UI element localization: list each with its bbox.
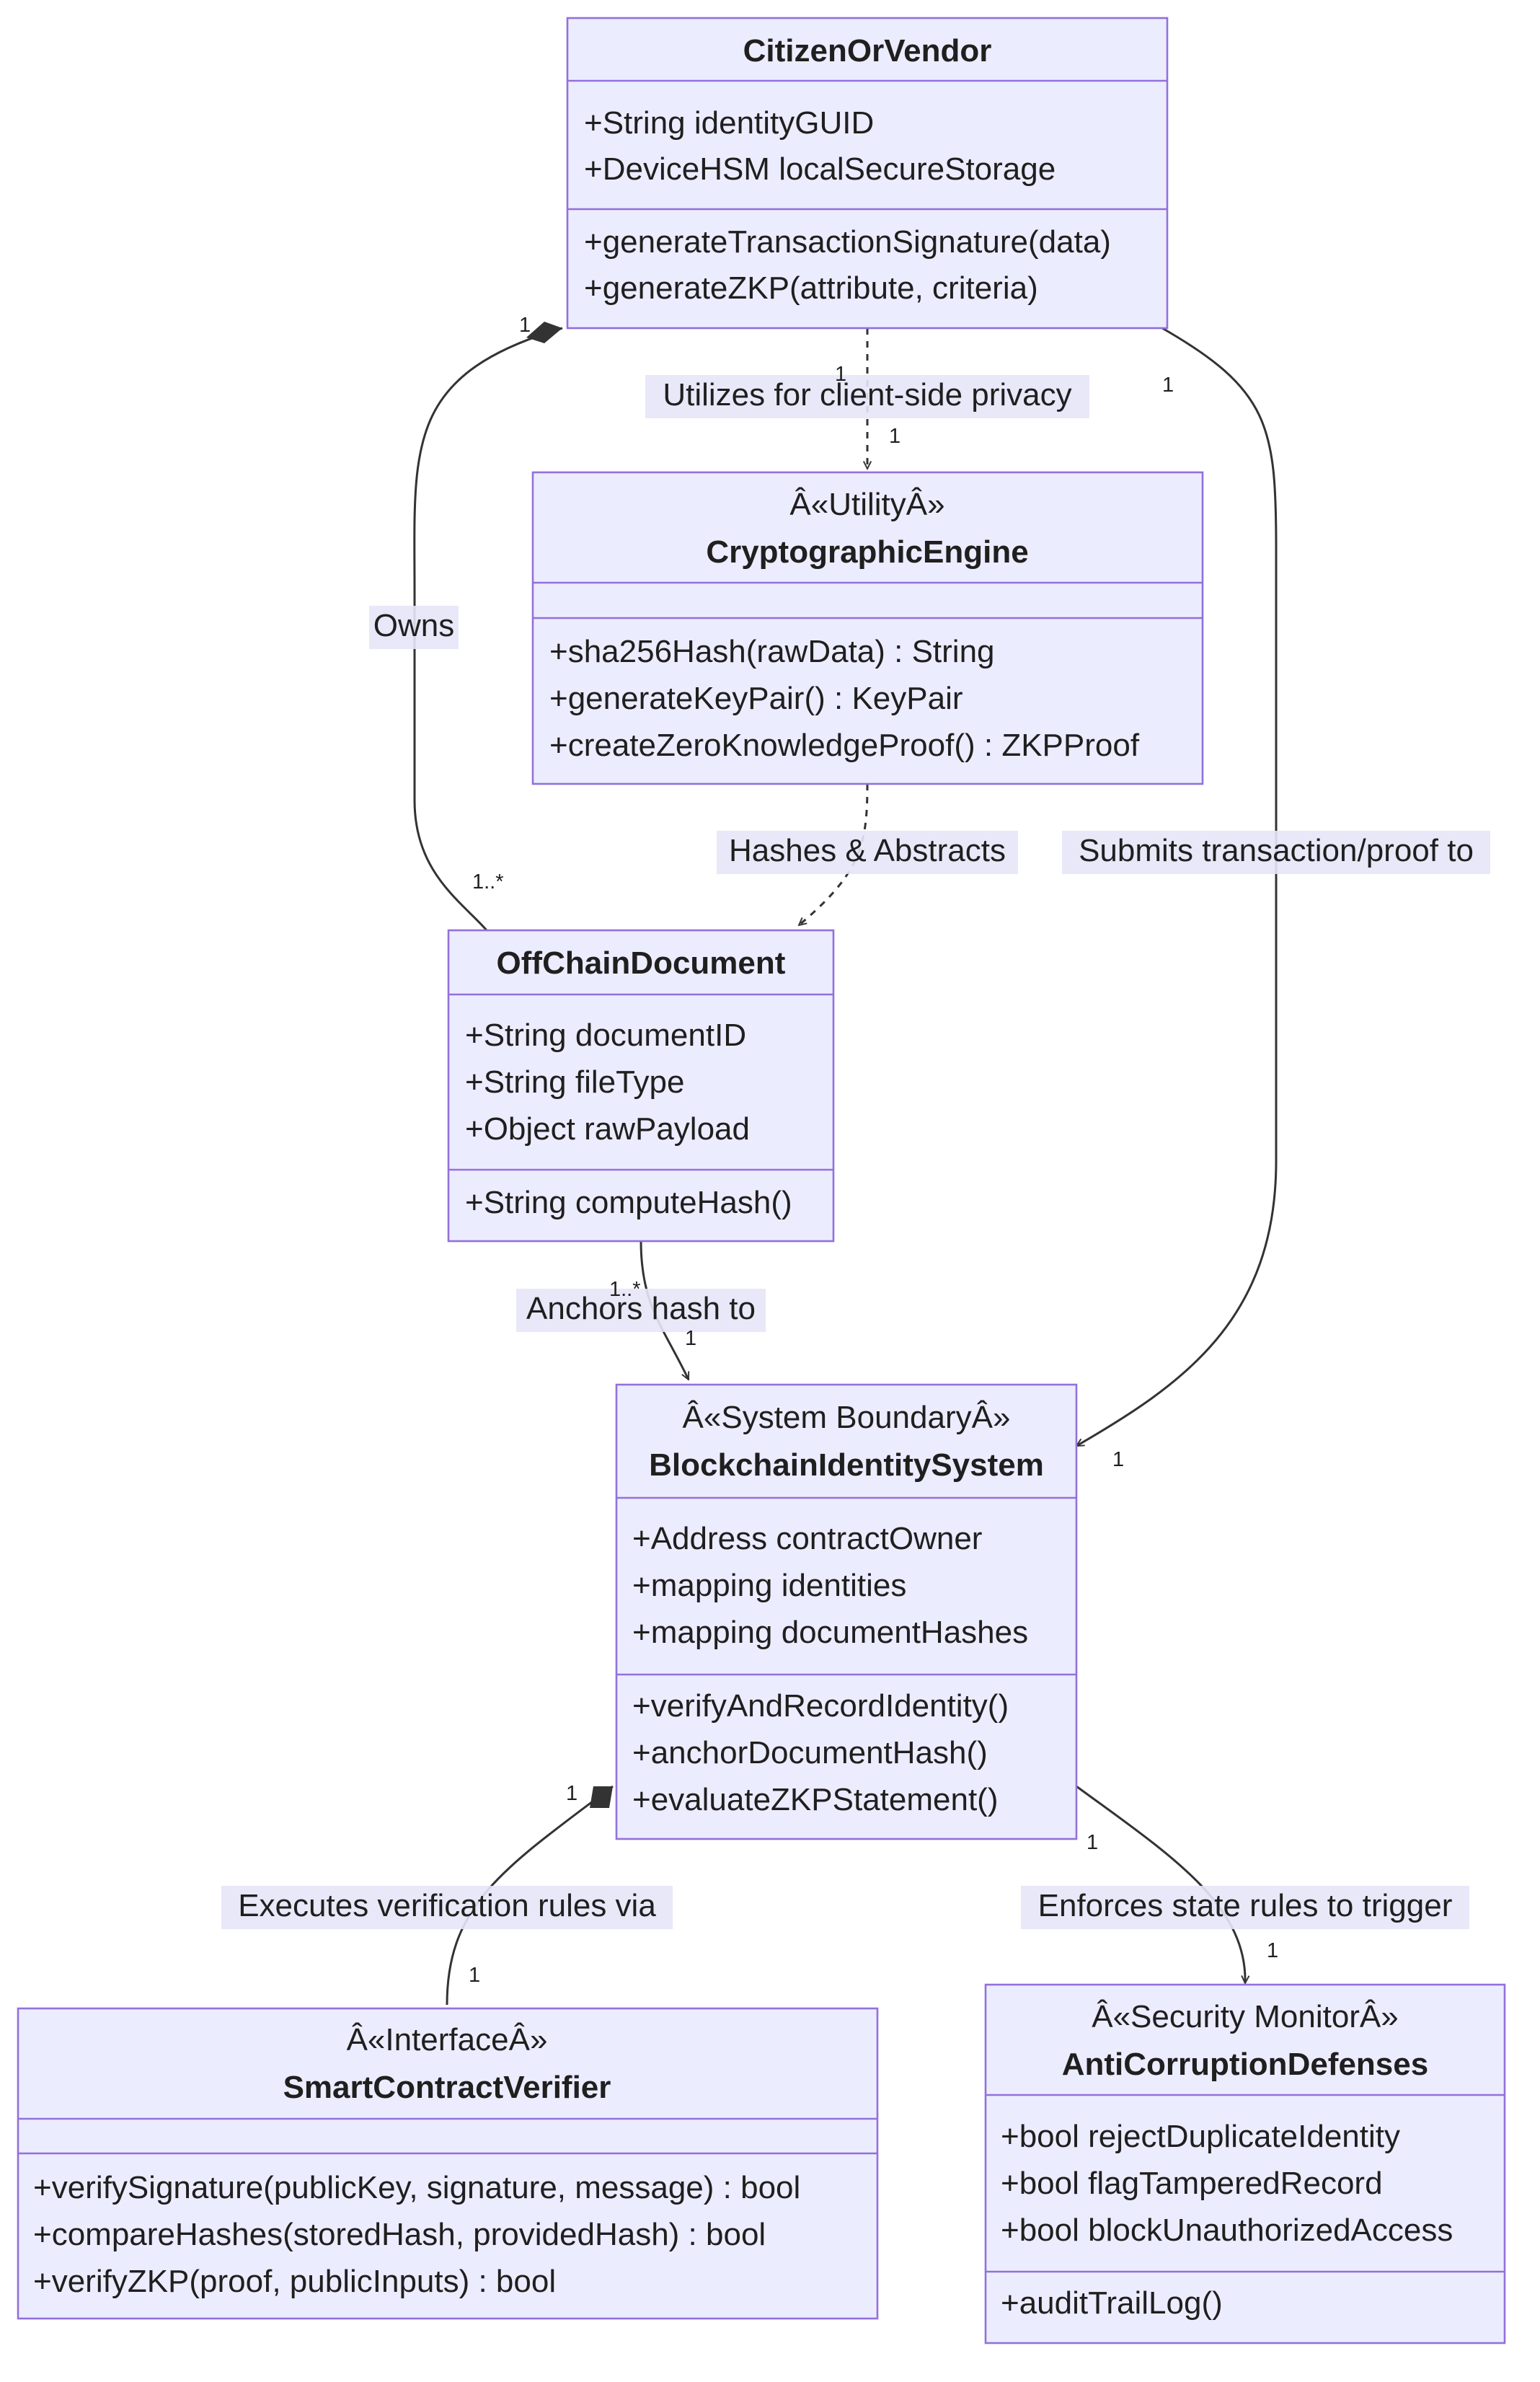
class-method: +verifyAndRecordIdentity() <box>632 1688 1009 1724</box>
class-name: AntiCorruptionDefenses <box>1062 2047 1428 2082</box>
edge-label-hashes: Hashes & Abstracts <box>717 831 1018 874</box>
composition-diamond-icon <box>526 322 562 343</box>
multiplicity-label: 1 <box>519 314 531 337</box>
edge-label-executes: Executes verification rules via <box>221 1886 673 1929</box>
edge-label-owns: Owns <box>369 606 459 649</box>
edge-label-text: Hashes & Abstracts <box>729 833 1006 868</box>
class-name: BlockchainIdentitySystem <box>649 1447 1044 1483</box>
class-name: SmartContractVerifier <box>283 2070 611 2105</box>
class-attribute: +mapping documentHashes <box>632 1615 1028 1650</box>
class-name: OffChainDocument <box>497 945 786 981</box>
class-smart-contract-verifier[interactable]: Â«InterfaceÂ» SmartContractVerifier +ver… <box>17 2007 879 2320</box>
multiplicity-label: 1..* <box>609 1278 641 1301</box>
class-name: CitizenOrVendor <box>743 33 992 69</box>
class-method: +auditTrailLog() <box>1001 2285 1223 2321</box>
class-attribute: +DeviceHSM localSecureStorage <box>584 151 1056 187</box>
class-method: +anchorDocumentHash() <box>632 1735 988 1770</box>
class-anti-corruption-defenses[interactable]: Â«Security MonitorÂ» AntiCorruptionDefen… <box>984 1983 1506 2344</box>
class-attribute: +String identityGUID <box>584 105 874 141</box>
class-stereotype: Â«Security MonitorÂ» <box>1092 1999 1399 2034</box>
class-method: +compareHashes(storedHash, providedHash)… <box>33 2217 766 2252</box>
class-method: +verifyZKP(proof, publicInputs) : bool <box>33 2264 556 2299</box>
class-attribute: +bool blockUnauthorizedAccess <box>1001 2213 1453 2248</box>
relation-enforces <box>1076 1785 1245 1983</box>
relation-owns <box>413 322 563 931</box>
class-stereotype: Â«UtilityÂ» <box>789 487 944 522</box>
class-citizen-or-vendor[interactable]: CitizenOrVendor +String identityGUID +De… <box>566 17 1169 330</box>
class-attribute: +Object rawPayload <box>465 1111 750 1147</box>
class-method: +sha256Hash(rawData) : String <box>549 634 995 669</box>
class-cryptographic-engine[interactable]: Â«UtilityÂ» CryptographicEngine +sha256H… <box>531 471 1204 785</box>
multiplicity-label: 1 <box>1112 1448 1124 1471</box>
relation-submits <box>1076 327 1278 1447</box>
class-method: +evaluateZKPStatement() <box>632 1782 998 1817</box>
class-method: +verifySignature(publicKey, signature, m… <box>33 2170 800 2205</box>
edge-label-enforces: Enforces state rules to trigger <box>1021 1886 1469 1929</box>
multiplicity-label: 1 <box>1087 1831 1098 1854</box>
multiplicity-label: 1 <box>566 1782 578 1805</box>
class-stereotype: Â«System BoundaryÂ» <box>683 1400 1011 1435</box>
edge-label-text: Executes verification rules via <box>238 1888 656 1923</box>
edge-label-text: Enforces state rules to trigger <box>1038 1888 1453 1923</box>
multiplicity-label: 1 <box>469 1964 480 1987</box>
class-attribute: +String documentID <box>465 1018 746 1053</box>
edge-label-utilizes: Utilizes for client-side privacy <box>645 375 1089 418</box>
composition-diamond-icon <box>590 1786 613 1808</box>
class-method: +createZeroKnowledgeProof() : ZKPProof <box>549 728 1140 763</box>
edge-label-text: Submits transaction/proof to <box>1079 833 1474 868</box>
edge-label-anchors: Anchors hash to <box>516 1289 766 1332</box>
multiplicity-label: 1 <box>889 425 900 448</box>
edge-label-submits: Submits transaction/proof to <box>1062 831 1490 874</box>
class-attribute: +bool flagTamperedRecord <box>1001 2166 1383 2201</box>
class-name: CryptographicEngine <box>706 534 1028 570</box>
multiplicity-label: 1 <box>1267 1939 1278 1962</box>
multiplicity-label: 1 <box>835 363 846 386</box>
class-off-chain-document[interactable]: OffChainDocument +String documentID +Str… <box>447 929 835 1243</box>
class-method: +generateKeyPair() : KeyPair <box>549 681 963 716</box>
multiplicity-label: 1 <box>1162 374 1174 397</box>
edge-label-text: Owns <box>373 608 454 643</box>
multiplicity-label: 1 <box>685 1327 696 1350</box>
class-blockchain-identity-system[interactable]: Â«System BoundaryÂ» BlockchainIdentitySy… <box>615 1383 1078 1840</box>
class-method: +generateZKP(attribute, criteria) <box>584 270 1038 306</box>
edge-label-text: Utilizes for client-side privacy <box>663 377 1071 413</box>
edge-label-text: Anchors hash to <box>526 1291 756 1326</box>
class-method: +generateTransactionSignature(data) <box>584 224 1111 260</box>
class-attribute: +Address contractOwner <box>632 1521 982 1556</box>
class-stereotype: Â«InterfaceÂ» <box>347 2022 548 2057</box>
class-attribute: +String fileType <box>465 1064 685 1100</box>
multiplicity-label: 1..* <box>472 870 504 894</box>
class-attribute: +mapping identities <box>632 1568 906 1603</box>
class-method: +String computeHash() <box>465 1185 792 1220</box>
class-attribute: +bool rejectDuplicateIdentity <box>1001 2119 1400 2154</box>
